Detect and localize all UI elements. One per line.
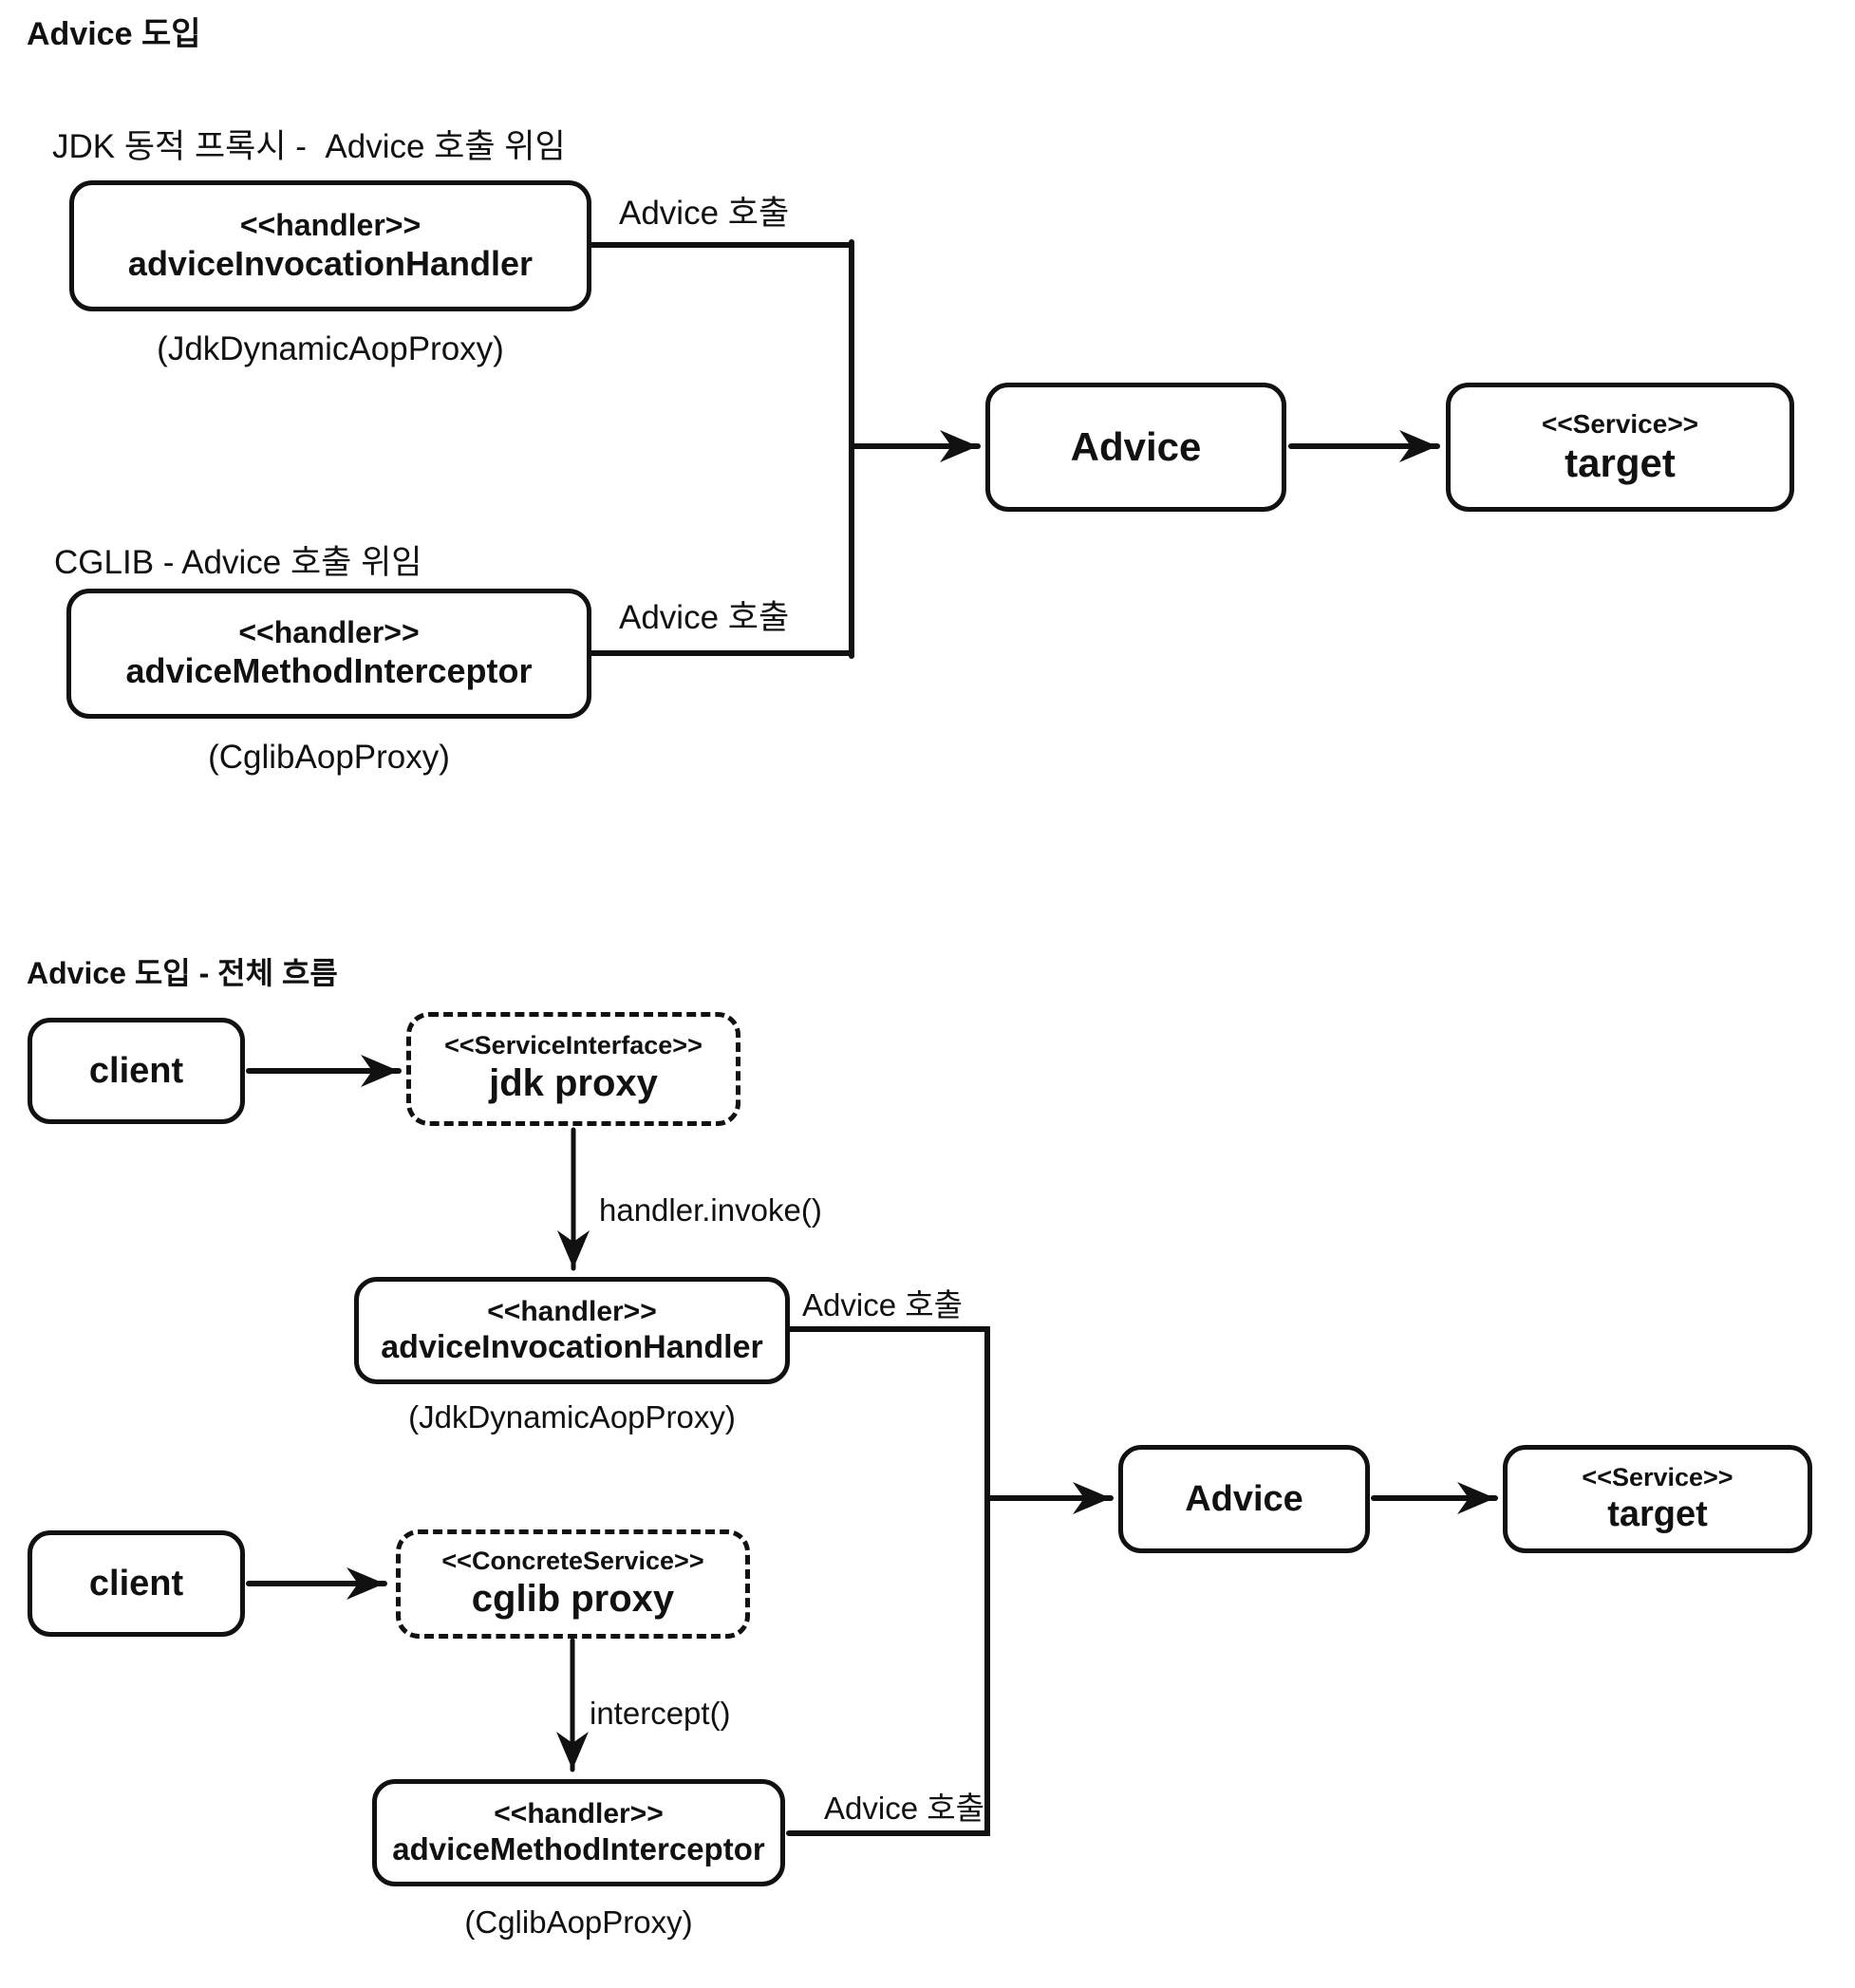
advice-call-label: Advice 호출: [824, 1791, 984, 1826]
advice-invocation-handler-box-2: <<handler>> adviceInvocationHandler: [354, 1277, 790, 1384]
handler-name: adviceInvocationHandler: [381, 1329, 763, 1366]
cglib-proxy-caption: (CglibAopProxy): [208, 739, 450, 776]
advice-call-label: Advice 호출: [802, 1287, 963, 1322]
advice-invocation-handler-box: <<handler>> adviceInvocationHandler: [69, 180, 591, 311]
jdk-proxy-caption: (JdkDynamicAopProxy): [157, 330, 504, 367]
cglib-proxy-box: <<ConcreteService>> cglib proxy: [396, 1529, 750, 1639]
target-name: target: [1607, 1493, 1708, 1534]
advice-box: Advice: [985, 383, 1286, 512]
concrete-service-stereotype: <<ConcreteService>>: [441, 1546, 704, 1575]
cglib-proxy-name: cglib proxy: [471, 1577, 675, 1620]
jdk-proxy-name: jdk proxy: [489, 1062, 658, 1105]
cglib-section-label: CGLIB - Advice 호출 위임: [54, 544, 422, 581]
service-stereotype: <<Service>>: [1541, 408, 1699, 439]
service-interface-stereotype: <<ServiceInterface>>: [444, 1031, 703, 1060]
edge-handler-to-junction-2: [786, 1326, 990, 1836]
handler-name: adviceMethodInterceptor: [392, 1830, 765, 1866]
advice-name: Advice: [1070, 424, 1202, 470]
handler-name: adviceMethodInterceptor: [125, 651, 533, 691]
handler-stereotype: <<handler>>: [494, 1798, 664, 1830]
service-stereotype: <<Service>>: [1582, 1462, 1733, 1491]
handler-stereotype: <<handler>>: [238, 615, 420, 650]
client-name: client: [88, 1050, 184, 1091]
advice-call-label: Advice 호출: [619, 599, 790, 636]
advice-name: Advice: [1185, 1478, 1303, 1519]
advice-call-label: Advice 호출: [619, 195, 790, 232]
jdk-section-label: JDK 동적 프록시 - Advice 호출 위임: [52, 128, 566, 165]
handler-name: adviceInvocationHandler: [127, 243, 534, 283]
cglib-proxy-caption-2: (CglibAopProxy): [464, 1904, 693, 1940]
jdk-proxy-caption-2: (JdkDynamicAopProxy): [408, 1399, 736, 1435]
handler-stereotype: <<handler>>: [487, 1295, 657, 1327]
handler-invoke-label: handler.invoke(): [599, 1192, 822, 1228]
intercept-label: intercept(): [590, 1696, 731, 1731]
handler-stereotype: <<handler>>: [239, 207, 422, 242]
client-box-jdk: client: [28, 1018, 245, 1124]
jdk-proxy-box: <<ServiceInterface>> jdk proxy: [406, 1012, 740, 1126]
target-box: <<Service>> target: [1446, 383, 1794, 512]
diagram2-title: Advice 도입 - 전체 흐름: [27, 956, 338, 990]
client-box-cglib: client: [28, 1530, 245, 1637]
advice-method-interceptor-box-2: <<handler>> adviceMethodInterceptor: [372, 1779, 785, 1886]
advice-box-2: Advice: [1118, 1445, 1370, 1553]
target-name: target: [1565, 440, 1676, 485]
target-box-2: <<Service>> target: [1503, 1445, 1812, 1553]
client-name: client: [88, 1563, 184, 1604]
advice-method-interceptor-box: <<handler>> adviceMethodInterceptor: [66, 589, 591, 719]
diagram1-title: Advice 도입: [27, 16, 201, 52]
